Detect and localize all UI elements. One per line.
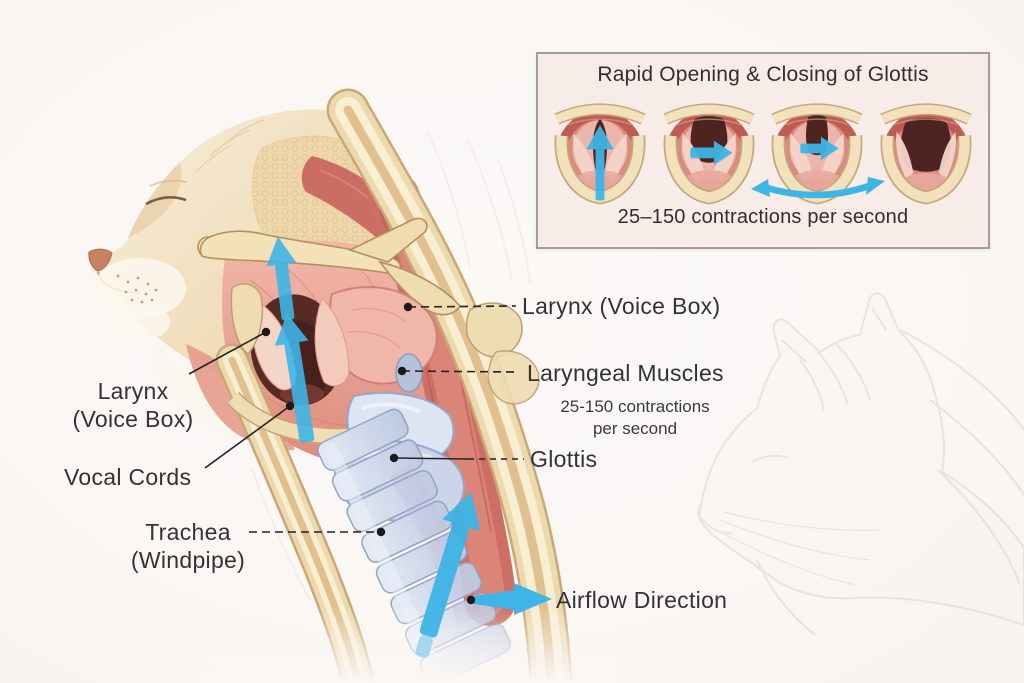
nose [88,248,113,272]
label-glottis: Glottis [530,446,598,472]
label-larynx-right: Larynx (Voice Box) [522,293,721,319]
label-laryngeal-muscles: Laryngeal Muscles [527,360,724,386]
glottis-inset-panel: Rapid Opening & Closing of Glottis [536,52,990,249]
whisker-dots [116,274,158,304]
bottom-fade [200,606,620,683]
faint-sketch-strokes [251,131,531,601]
label-larynx-left: Larynx (Voice Box) [72,378,194,432]
larynx [226,283,540,445]
closed-eye [145,195,187,206]
double-headed-arrow-icon [751,177,885,199]
right-arrow-icon [800,136,839,161]
glottis-stages-row [538,92,988,206]
label-laryngeal-muscles-rate: 25-150 contractions per second [560,397,710,438]
label-vocal-cords: Vocal Cords [64,464,192,490]
inset-caption: 25–150 contractions per second [617,206,909,228]
airflow-up-arrows [266,236,552,658]
jaw-bone [197,217,462,316]
glottis-stage-2 [663,103,755,205]
ghost-cat-sketch [696,292,1024,636]
neck-skin-band-back [326,88,573,683]
up-arrow-icon [415,492,481,658]
glottis-stage-4 [880,103,972,205]
up-arrow-icon [274,313,315,443]
glottis-stage-1 [554,103,646,205]
leader-dots [261,302,476,605]
up-arrow-icon [586,124,614,201]
inset-title: Rapid Opening & Closing of Glottis [597,63,929,86]
label-airflow-direction: Airflow Direction [556,587,728,613]
vocal-fold-right [314,297,350,387]
leader-lines [188,305,524,533]
up-arrow-icon [266,236,297,321]
airflow-direction-arrow-icon [474,583,552,615]
glottis-stage-3 [771,103,863,205]
label-trachea: Trachea (Windpipe) [130,519,246,573]
right-arrow-icon [690,140,733,166]
